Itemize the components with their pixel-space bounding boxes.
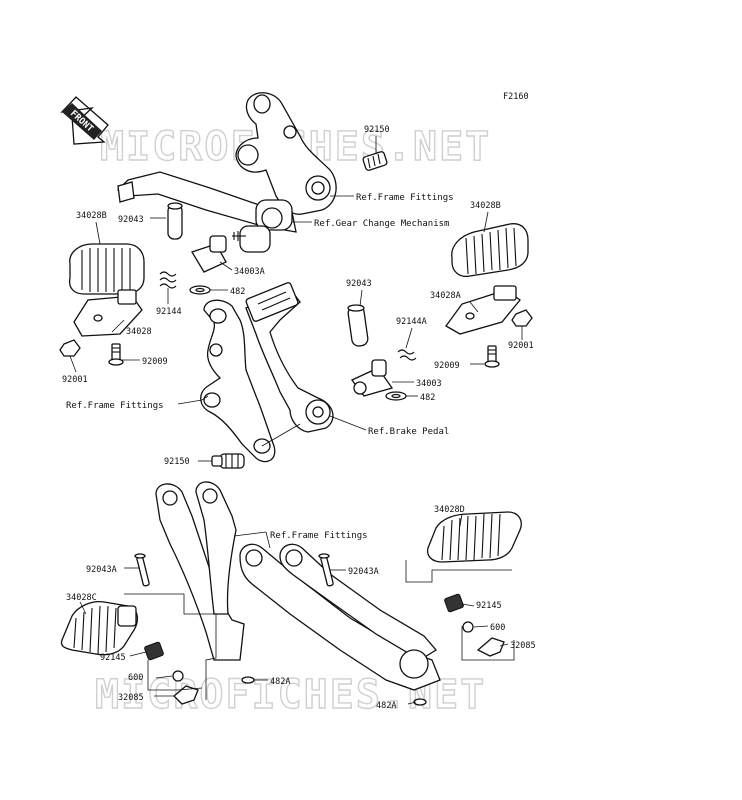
clip-482A-left: [241, 676, 255, 684]
footpeg-34028A: [445, 285, 521, 335]
label-92009-right: 92009: [434, 361, 460, 371]
brake-pedal-arm: [245, 282, 334, 433]
label-92150-bottom: 92150: [164, 457, 190, 467]
clip-482-top: [189, 285, 211, 295]
label-92144: 92144: [156, 307, 182, 317]
nut-92001-left: [59, 339, 81, 357]
clip-482-mid: [385, 391, 407, 401]
label-92043-left: 92043: [118, 215, 144, 225]
figure-code: F2160: [503, 92, 529, 102]
ref-frame-fittings-mid: Ref.Frame Fittings: [66, 401, 164, 411]
label-600-left: 600: [128, 673, 143, 683]
passenger-footpeg-34028D: [426, 511, 522, 563]
plate-32085-right: [476, 637, 505, 657]
ref-frame-fittings-bottom: Ref.Frame Fittings: [270, 531, 368, 541]
label-92009-left: 92009: [142, 357, 168, 367]
label-34028C: 34028C: [66, 593, 97, 603]
pin-92043-mid: [347, 304, 369, 347]
label-482A-left: 482A: [270, 677, 290, 687]
footpeg-rubber-34028B-left: [68, 243, 145, 295]
label-92150-top: 92150: [364, 125, 390, 135]
leader-lines: [69, 136, 523, 705]
bolt-92009-left: [108, 343, 124, 366]
footpeg-34028: [73, 289, 143, 337]
label-92001-right: 92001: [508, 341, 534, 351]
plate-32085-left: [173, 685, 199, 705]
pin-92043-left: [167, 202, 183, 240]
label-600-right: 600: [490, 623, 505, 633]
label-92043-mid: 92043: [346, 279, 372, 289]
ball-600-right: [462, 621, 474, 633]
label-34028B-left: 34028B: [76, 211, 107, 221]
label-34028B-right: 34028B: [470, 201, 501, 211]
label-34028: 34028: [126, 327, 152, 337]
spring-92145-left: [144, 641, 164, 661]
footpeg-rubber-34028B-right: [451, 223, 529, 278]
spring-92144A: [397, 349, 417, 361]
bolt-92150-top: [362, 151, 388, 171]
label-92145-left: 92145: [100, 653, 126, 663]
label-34003A: 34003A: [234, 267, 265, 277]
shift-lever-joint: [232, 225, 271, 253]
label-482-mid: 482: [420, 393, 435, 403]
label-92145-right: 92145: [476, 601, 502, 611]
label-34003: 34003: [416, 379, 442, 389]
label-92043A-left: 92043A: [86, 565, 117, 575]
label-34028D: 34028D: [434, 505, 465, 515]
label-34028A: 34028A: [430, 291, 461, 301]
ref-gear-change-mechanism: Ref.Gear Change Mechanism: [314, 219, 449, 229]
ref-frame-fittings-top: Ref.Frame Fittings: [356, 193, 454, 203]
pin-92043A-right: [318, 553, 334, 587]
bolt-92150-bottom: [211, 453, 245, 469]
label-92144A: 92144A: [396, 317, 427, 327]
right-footpeg-bracket: [200, 299, 276, 463]
label-92001-left: 92001: [62, 375, 88, 385]
label-482-top: 482: [230, 287, 245, 297]
ball-600-left: [172, 670, 184, 682]
pivot-34003A: [191, 235, 227, 273]
ref-brake-pedal: Ref.Brake Pedal: [368, 427, 449, 437]
passenger-footpeg-bracket-right: [239, 543, 441, 691]
passenger-footpeg-34028C: [60, 600, 139, 656]
bolt-92009-right: [484, 345, 500, 368]
nut-92001-right: [511, 309, 533, 327]
spring-92145-right: [444, 593, 464, 613]
spring-92144: [159, 271, 177, 289]
label-32085-left: 32085: [118, 693, 144, 703]
shift-pedal-lever: [116, 171, 297, 233]
passenger-footpeg-bracket-left: [155, 481, 245, 661]
clip-482A-bottom: [413, 698, 427, 706]
label-92043A-right: 92043A: [348, 567, 379, 577]
label-482A-bottom: 482A: [376, 701, 396, 711]
pin-92043A-left: [134, 553, 150, 587]
label-32085-right: 32085: [510, 641, 536, 651]
pivot-34003: [350, 359, 394, 397]
front-arrow-icon: FRONT: [60, 96, 109, 145]
